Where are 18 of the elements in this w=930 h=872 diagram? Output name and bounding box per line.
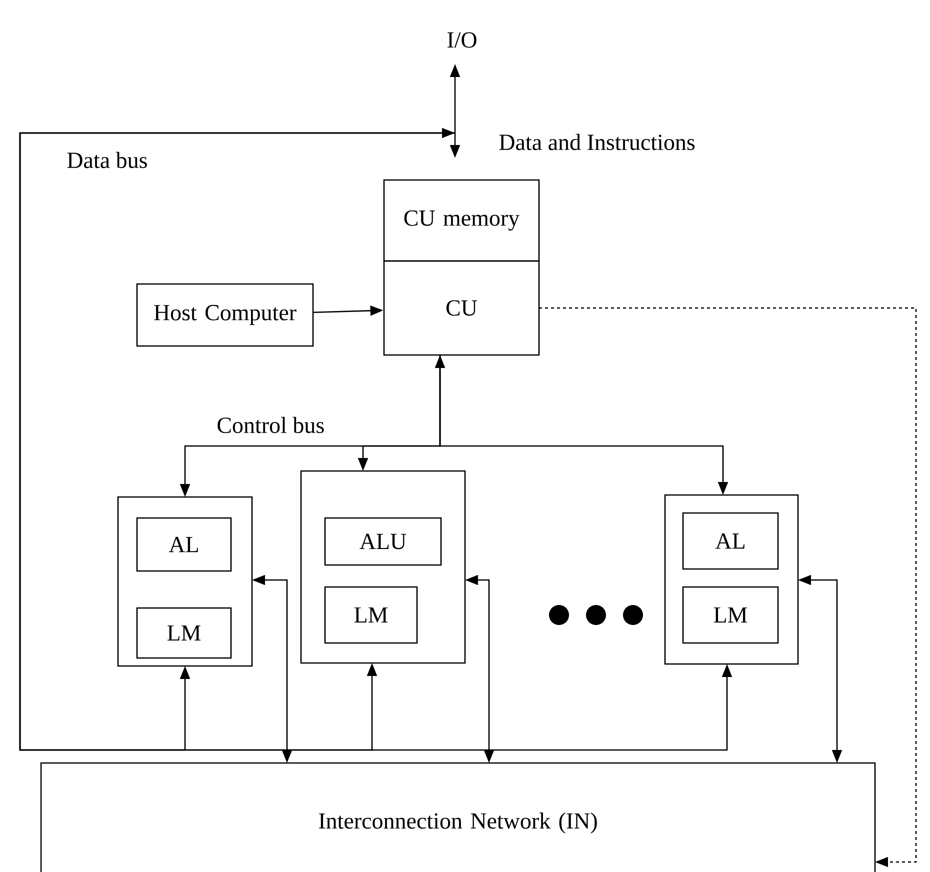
processing-element-box <box>664 494 799 665</box>
io-label: I/O <box>448 32 476 48</box>
bus-label: Control bus <box>218 416 324 434</box>
unit-box: AL <box>136 517 232 572</box>
processing-element-box <box>117 496 253 667</box>
bus-label: Data bus <box>67 152 147 168</box>
dashed-arrow <box>539 307 917 868</box>
unit-box: ALU <box>324 517 442 566</box>
host-computer-box: Host Computer <box>136 283 314 347</box>
flow-label: Data and Instructions <box>499 134 695 150</box>
unit-box: AL <box>682 512 779 570</box>
unit-box: LM <box>136 607 232 659</box>
network-box: Interconnection Network (IN) <box>40 762 876 872</box>
unit-box: LM <box>324 586 418 644</box>
processing-element-box <box>300 470 466 664</box>
control-unit-box: CU <box>383 260 540 356</box>
unit-box: LM <box>682 586 779 644</box>
memory-box: CU memory <box>383 179 540 262</box>
